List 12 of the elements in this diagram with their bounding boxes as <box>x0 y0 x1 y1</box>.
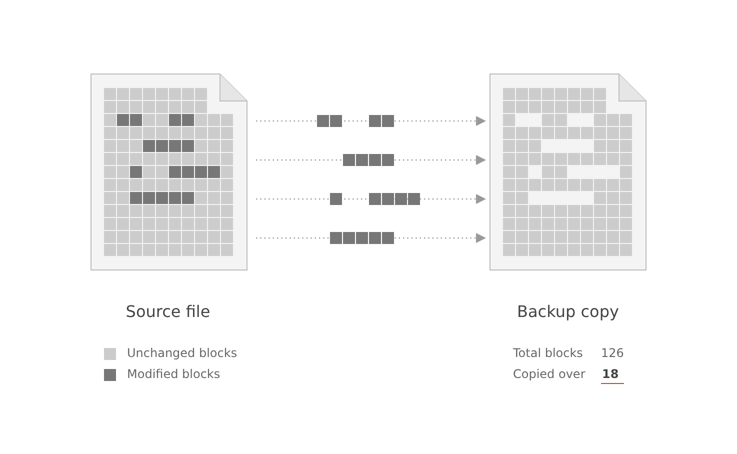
file-caption: Backup copy <box>517 302 619 321</box>
legend-label: Modified blocks <box>127 367 220 381</box>
stat-label: Total blocks <box>513 346 583 360</box>
stat-value: 18 <box>601 367 624 384</box>
dotted-arrow <box>256 155 486 165</box>
stat-value: 126 <box>601 346 624 360</box>
file-caption: Source file <box>126 302 210 321</box>
legend-label: Unchanged blocks <box>127 346 238 360</box>
dotted-arrow <box>256 233 486 243</box>
stat-label: Copied over <box>513 367 586 381</box>
dotted-arrow <box>256 116 486 126</box>
dotted-arrow <box>256 194 486 204</box>
